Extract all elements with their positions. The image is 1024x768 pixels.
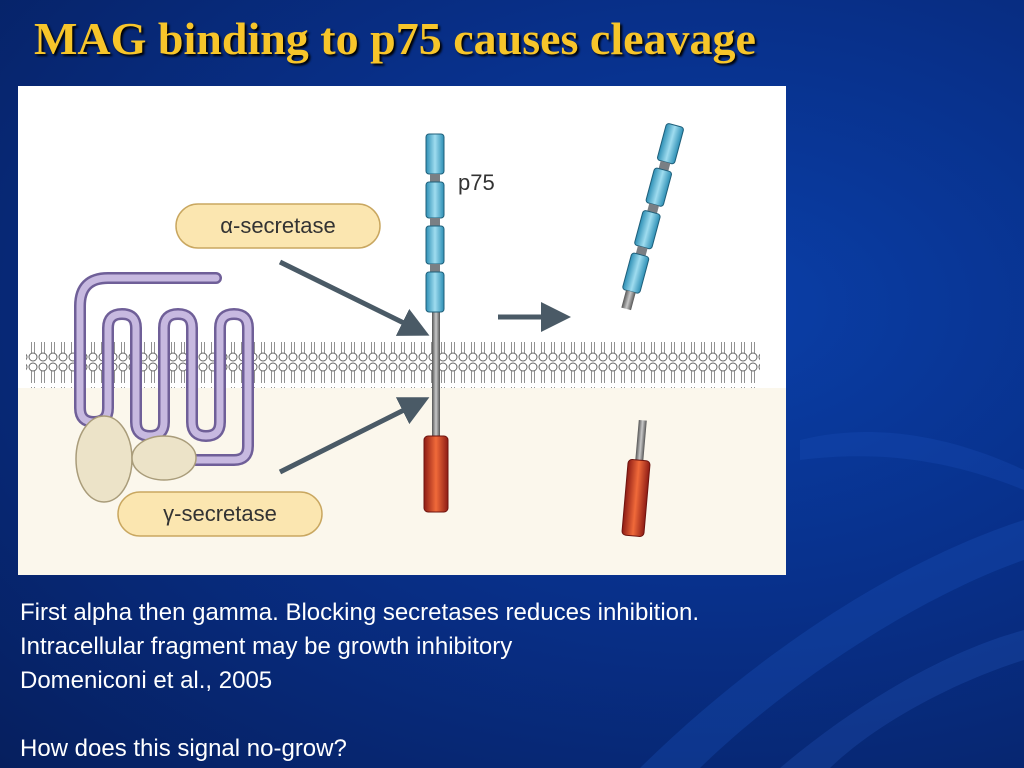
body-line: Intracellular fragment may be growth inh… — [20, 633, 513, 660]
p75-cleavage-diagram: α-secretase γ-secretase p7 — [18, 86, 786, 575]
p75-receptor-intact — [423, 133, 449, 513]
cell-membrane — [26, 342, 760, 388]
gamma-secretase-label: γ-secretase — [117, 491, 323, 537]
slide-question: How does this signal no-grow? — [20, 735, 347, 762]
p75-extracellular-fragment — [621, 123, 684, 311]
gamma-cleavage-arrow — [278, 397, 430, 475]
alpha-secretase-label: α-secretase — [175, 203, 381, 249]
p75-intracellular-fragment — [621, 419, 651, 537]
svg-text:γ-secretase: γ-secretase — [163, 501, 277, 526]
gamma-secretase-complex — [74, 272, 254, 503]
slide-title: MAG binding to p75 causes cleavage — [34, 13, 756, 64]
alpha-cleavage-arrow — [278, 259, 430, 336]
svg-text:α-secretase: α-secretase — [220, 213, 335, 238]
body-line: Domeniconi et al., 2005 — [20, 667, 273, 694]
p75-label: p75 — [458, 170, 495, 195]
slide-body-text: First alpha then gamma. Blocking secreta… — [20, 596, 699, 698]
body-line: First alpha then gamma. Blocking secreta… — [20, 599, 700, 626]
